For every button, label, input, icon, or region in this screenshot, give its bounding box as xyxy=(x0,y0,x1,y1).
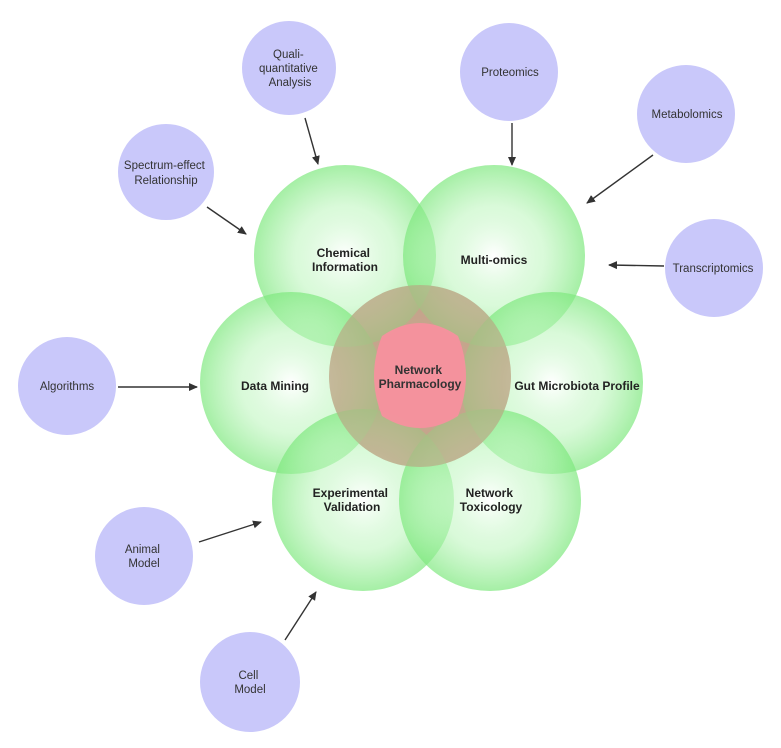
label-multi-omics: Multi-omics xyxy=(461,253,528,267)
label-algorithms: Algorithms xyxy=(40,381,95,393)
svg-text:Cell Model: Cell Model xyxy=(234,670,265,696)
svg-text:Quali- quantitative An: Quali- quantitative Analysis xyxy=(259,49,321,89)
label-transcriptomics: Transcriptomics xyxy=(673,263,754,275)
label-cell-1: Cell xyxy=(238,670,258,682)
method-circle-quali-quantitative xyxy=(242,21,336,115)
label-quali-2: quantitative xyxy=(259,63,318,75)
method-circle-spectrum-effect xyxy=(118,124,214,220)
method-circle-animal-model xyxy=(95,507,193,605)
method-circle-metabolomics xyxy=(637,65,735,163)
label-cell-2: Model xyxy=(234,684,265,696)
label-chemical-information-2: Information xyxy=(312,260,378,274)
svg-text:Experimental Validation: Experimental Validation xyxy=(313,486,392,514)
label-quali-1: Quali- xyxy=(273,49,304,61)
center-core xyxy=(374,323,466,428)
arrow-spectrum-to-chemical xyxy=(206,206,247,235)
svg-text:Animal Model: Animal Model xyxy=(125,544,163,570)
label-network-toxicology-2: Toxicology xyxy=(460,500,523,514)
label-experimental-validation-2: Validation xyxy=(324,500,381,514)
label-animal-2: Model xyxy=(128,558,159,570)
arrow-cell-to-experimental xyxy=(284,591,317,641)
label-center-1: Network xyxy=(395,363,443,377)
method-circle-algorithms xyxy=(18,337,116,435)
method-circle-proteomics xyxy=(460,23,558,121)
arrow-metabolomics-to-multiomics xyxy=(586,154,654,204)
svg-text:Network Toxicology: Network Toxicology xyxy=(460,486,523,514)
label-spectrum-1: Spectrum-effect xyxy=(124,160,206,172)
svg-text:Chemical Information: Chemical Information xyxy=(312,246,378,274)
label-center-2: Pharmacology xyxy=(379,377,462,391)
arrow-quali-to-chemical xyxy=(304,117,320,165)
label-gut-microbiota-profile: Gut Microbiota Profile xyxy=(514,379,640,393)
arrow-animal-to-experimental xyxy=(198,520,262,543)
method-circle-cell-model xyxy=(200,632,300,732)
label-chemical-information-1: Chemical xyxy=(317,246,370,260)
svg-text:Spectrum-effect Relationsh: Spectrum-effect Relationship xyxy=(124,160,208,187)
label-data-mining: Data Mining xyxy=(241,379,309,393)
arrow-transcriptomics-to-multiomics xyxy=(608,261,665,270)
method-circle-transcriptomics xyxy=(665,219,763,317)
label-metabolomics: Metabolomics xyxy=(652,109,723,121)
label-spectrum-2: Relationship xyxy=(134,175,197,187)
label-animal-1: Animal xyxy=(125,544,160,556)
label-proteomics: Proteomics xyxy=(481,67,539,79)
label-quali-3: Analysis xyxy=(269,77,312,89)
label-network-toxicology-1: Network xyxy=(466,486,514,500)
svg-text:Network Pharmacology: Network Pharmacology xyxy=(379,363,462,391)
label-experimental-validation-1: Experimental xyxy=(313,486,388,500)
